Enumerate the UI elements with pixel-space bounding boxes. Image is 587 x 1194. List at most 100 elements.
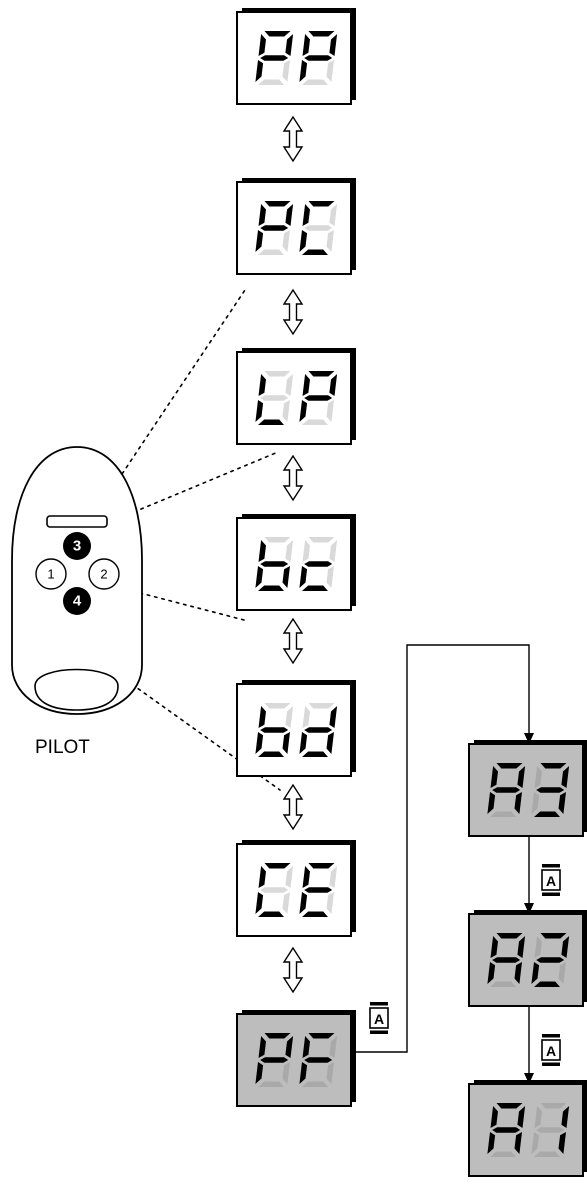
display-ce-digits-digit2-segment-e [299, 892, 308, 914]
display-pc-digits-digit1-segment-e [255, 230, 264, 252]
display-bd-digits-digit2-segment-e [299, 732, 308, 754]
display-a2-digits-digit2-segment-e [531, 962, 540, 984]
display-bd-digits-digit1-segment-f [258, 706, 266, 728]
display-pc-digits [255, 201, 338, 255]
display-lp-digits-digit1-segment-f [258, 374, 266, 396]
pilot-button-4[interactable] [63, 587, 91, 615]
display-lp-digits-digit1-segment-e [255, 400, 264, 422]
display-pf-digits-digit2-segment-c [326, 1062, 334, 1084]
pilot-button-2-label: 2 [100, 567, 107, 582]
display-pf-digits-digit1-segment-c [282, 1062, 290, 1084]
pilot-label: PILOT [35, 737, 90, 758]
display-bd-digits-digit1-segment-a [264, 703, 291, 709]
display-lp-digits [255, 371, 338, 425]
display-pp-digits-digit1-segment-a [264, 31, 291, 37]
display-a2-digits-digit1-segment-b [517, 936, 526, 958]
display-pf-digits-digit2-segment-b [329, 1036, 338, 1058]
double-arrow-icon [283, 618, 303, 664]
display-bc-digits-digit2-segment-a [308, 537, 335, 543]
display-pp-digits-digit1-segment-f [258, 34, 266, 56]
display-a1-digits-digit1-segment-a [496, 1103, 523, 1109]
display-a2-digits-digit1-segment-a [496, 933, 523, 939]
display-bd-digits-digit1-segment-b [285, 706, 294, 728]
display-a3-digits-digit1-segment-e [487, 792, 496, 814]
display-a1-digits-digit1-segment-b [517, 1106, 526, 1128]
display-ce-digits-digit1-segment-f [258, 866, 266, 888]
display-pf-digits-digit2-segment-f [302, 1036, 310, 1058]
pilot-button-3[interactable] [63, 532, 91, 560]
display-pc-digits-digit1-segment-f [258, 204, 266, 226]
display-pp-digits-digit1-segment-e [255, 60, 264, 82]
display-bc [236, 514, 356, 611]
double-arrow-icon [283, 455, 303, 501]
display-bc-digits-digit2-segment-d [302, 585, 328, 591]
display-a2-digits-digit2-segment-b [561, 936, 570, 958]
display-a3-digits-digit1-segment-b [517, 766, 526, 788]
display-bc-digits-digit1-segment-c [282, 566, 290, 588]
display-ce-digits-digit1-segment-g [260, 887, 289, 893]
pf-to-a3-connector [352, 644, 534, 1053]
display-bd-digits-digit2-segment-a [308, 703, 335, 709]
display-pf-digits-digit1-segment-b [285, 1036, 294, 1058]
double-arrow-icon [283, 947, 303, 993]
display-lp-digits-digit2-segment-c [326, 400, 334, 422]
display-a3-digits-digit2-segment-e [531, 792, 540, 814]
display-pf-digits-digit2-segment-d [302, 1081, 328, 1087]
display-lp-digits-digit2-segment-a [308, 371, 335, 377]
display-a3-digits-digit1-segment-d [490, 811, 516, 817]
display-pp-digits-digit1-segment-d [258, 79, 284, 85]
display-bd-digits-digit1-segment-d [258, 751, 284, 757]
display-pp-digits-digit2-segment-b [329, 34, 338, 56]
display-bc-digits-digit1-segment-e [255, 566, 264, 588]
pilot-button-1-label: 1 [47, 567, 54, 582]
display-lp-digits-digit1-segment-d [258, 419, 284, 425]
display-lp-digits-digit1-segment-b [285, 374, 294, 396]
pilot-led-slot [46, 515, 108, 528]
display-bc-digits-digit2-segment-g [304, 561, 333, 567]
display-pf-digits-digit1-segment-e [255, 1062, 264, 1084]
display-bc-digits-digit1-segment-d [258, 585, 284, 591]
display-bc-digits-digit2-segment-c [326, 566, 334, 588]
display-pf-digits-digit1-segment-a [264, 1033, 291, 1039]
display-bc-digits-digit1-segment-f [258, 540, 266, 562]
display-a2-digits-digit1-segment-c [514, 962, 522, 984]
pilot-button-4-label: 4 [73, 593, 82, 610]
display-a1 [468, 1080, 587, 1177]
key-a-label: A [546, 1043, 556, 1059]
display-bd-digits-digit1-segment-e [255, 732, 264, 754]
display-lp-digits-digit2-segment-d [302, 419, 328, 425]
display-a3-digits-digit1-segment-c [514, 792, 522, 814]
display-a3-digits-digit2-segment-f [534, 766, 542, 788]
display-a2-digits [487, 933, 570, 987]
display-pp-digits-digit2-segment-f [302, 34, 310, 56]
display-lp-digits-digit2-segment-f [302, 374, 310, 396]
display-pc-digits-digit2-segment-b [329, 204, 338, 226]
display-a2-digits-digit2-segment-g [536, 957, 565, 963]
display-pf-digits-digit2-segment-e [299, 1062, 308, 1084]
display-pc-digits-digit2-segment-d [302, 249, 328, 255]
display-a1-digits-digit2-segment-b [561, 1106, 570, 1128]
display-pp-digits-digit1-segment-c [282, 60, 290, 82]
display-pp [236, 8, 356, 105]
display-pc-digits-digit1-segment-b [285, 204, 294, 226]
display-a3-digits-digit1-segment-a [496, 763, 523, 769]
display-pf-digits-digit2-segment-g [304, 1057, 333, 1063]
pilot-button-1[interactable] [35, 558, 67, 590]
display-a2-digits-digit1-segment-g [492, 957, 521, 963]
display-lp-digits-digit2-segment-b [329, 374, 338, 396]
display-ce-digits-digit1-segment-b [285, 866, 294, 888]
display-pp-digits-digit2-segment-a [308, 31, 335, 37]
display-bd-digits [255, 703, 338, 757]
display-pf-digits [255, 1033, 338, 1087]
display-pc-digits-digit2-segment-e [299, 230, 308, 252]
pilot-button-2[interactable] [88, 558, 120, 590]
display-lp-digits-digit1-segment-c [282, 400, 290, 422]
display-pp-digits-digit1-segment-b [285, 34, 294, 56]
display-pc-digits-digit1-segment-a [264, 201, 291, 207]
display-ce-digits-digit2-segment-a [308, 863, 335, 869]
pilot-big-button[interactable] [34, 668, 119, 711]
display-pc-digits-digit1-segment-d [258, 249, 284, 255]
display-ce-digits-digit2-segment-d [302, 911, 328, 917]
display-ce-digits-digit1-segment-e [255, 892, 264, 914]
